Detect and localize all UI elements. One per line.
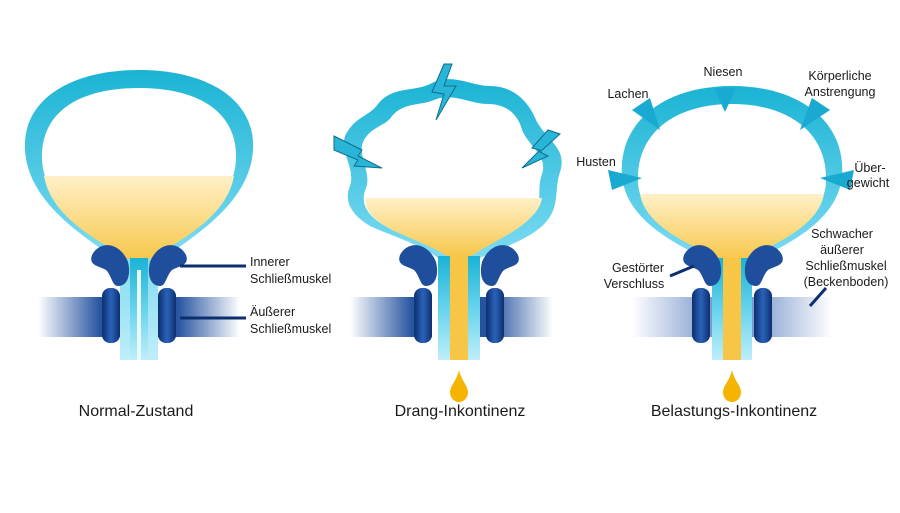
weak-floor-label-3: Schließmuskel (805, 259, 886, 273)
urine-in-urethra (723, 258, 741, 360)
urine-drop (450, 370, 468, 402)
lightning-icon (333, 135, 383, 169)
inner-sphincter-left (683, 245, 722, 286)
closure-label-2: Verschluss (604, 277, 664, 291)
panel-stress: Niesen Lachen Körperliche Anstrengung Hu… (576, 65, 890, 420)
closure-label-1: Gestörter (612, 261, 664, 275)
label-overweight-2: gewicht (847, 176, 890, 190)
caption-stress: Belastungs-Inkontinenz (651, 403, 817, 420)
pointer-weak-floor (808, 287, 828, 307)
caption-normal: Normal-Zustand (79, 403, 194, 420)
inner-sphincter-label-1: Innerer (250, 255, 290, 269)
inner-sphincter-right (744, 245, 783, 286)
weak-floor-label-4: (Beckenboden) (804, 275, 889, 289)
label-exertion-2: Anstrengung (805, 85, 876, 99)
urine-drop (723, 370, 741, 402)
inner-sphincter-label-2: Schließmuskel (250, 272, 331, 286)
arrow-overweight-icon (820, 170, 854, 190)
urine (365, 198, 542, 258)
label-sneeze: Niesen (704, 65, 743, 79)
pointer-closure (669, 264, 695, 278)
outer-sphincter-label-1: Äußerer (250, 305, 295, 319)
arrow-exertion-icon (800, 98, 830, 130)
lightning-icon (431, 63, 457, 121)
arrow-laugh-icon (632, 98, 660, 130)
inner-sphincter-right (148, 245, 187, 286)
outer-sphincter-label-2: Schließmuskel (250, 322, 331, 336)
label-exertion-1: Körperliche (808, 69, 871, 83)
arrow-sneeze-icon (714, 88, 736, 112)
arrow-cough-icon (608, 170, 642, 190)
weak-floor-label-2: äußerer (820, 243, 864, 257)
urine (640, 194, 824, 262)
inner-sphincter-right (480, 245, 519, 286)
outer-sphincter-right (158, 288, 176, 343)
outer-sphincter-left (102, 288, 120, 343)
urine-in-urethra (450, 256, 468, 360)
pelvic-floor-right (471, 297, 553, 337)
outer-sphincter-left (414, 288, 432, 343)
urine (44, 176, 234, 262)
weak-floor-label-1: Schwacher (811, 227, 873, 241)
outer-sphincter-left (692, 288, 710, 343)
panel-normal: Innerer Schließmuskel Äußerer Schließmus… (24, 70, 331, 420)
label-laugh: Lachen (607, 87, 648, 101)
panel-urge: Drang-Inkontinenz (333, 63, 562, 420)
inner-sphincter-left (91, 245, 130, 286)
outer-sphincter-right (486, 288, 504, 343)
inner-sphincter-left (399, 245, 438, 286)
caption-urge: Drang-Inkontinenz (395, 403, 526, 420)
label-overweight-1: Über- (854, 161, 885, 175)
lightning-icon (521, 129, 561, 169)
label-cough: Husten (576, 155, 616, 169)
outer-sphincter-right (754, 288, 772, 343)
